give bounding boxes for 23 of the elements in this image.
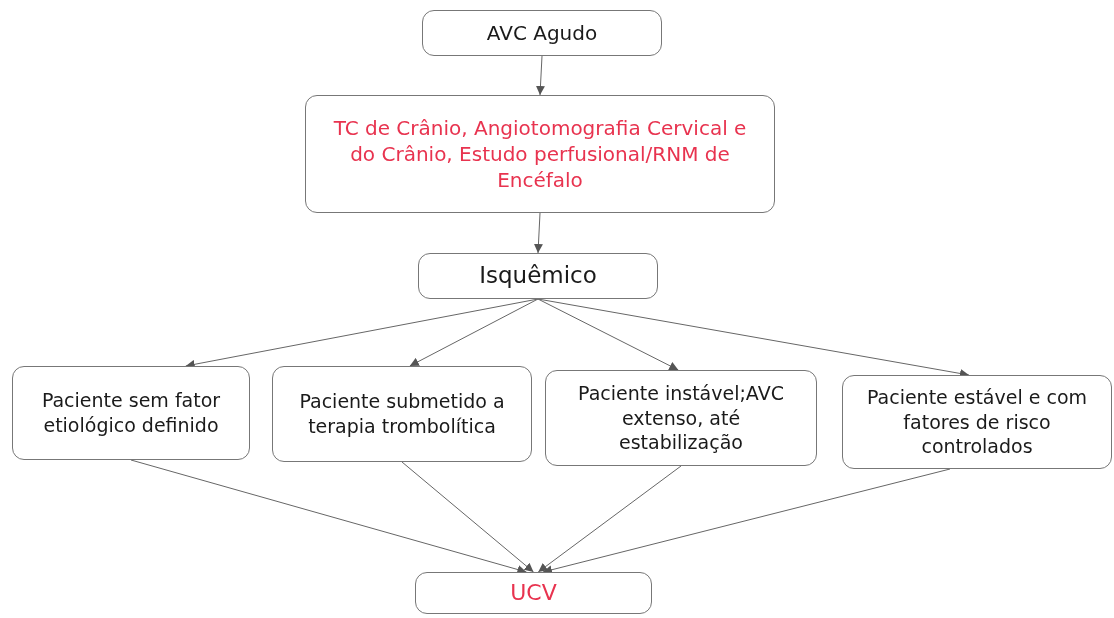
box-label: AVC Agudo [486,20,598,46]
process-box [418,253,658,299]
arrow [409,298,539,367]
box-label: Paciente estável e com fatores de risco controlados [865,384,1089,460]
process-box [415,572,652,614]
arrow [537,298,679,371]
box-label: TC de Crânio, Angiotomografia Cervical e do Crânio, Estudo perfusional/RNM de Encéfalo [332,115,748,193]
arrow [537,465,682,573]
box-label: Paciente sem fator etiológico definido [40,388,222,438]
process-box [305,95,775,213]
box-label: Paciente submetido a terapia trombolítica [298,389,506,439]
arrow [401,461,534,573]
box-label: Isquêmico [479,261,597,291]
arrow [535,55,545,96]
box-label: UCV [510,578,557,607]
process-box [545,370,817,466]
process-box [12,366,250,460]
process-box [842,375,1112,469]
arrow [533,212,543,254]
arrow [130,459,527,574]
box-label: Paciente instável;AVC extenso, até estabilização [577,380,785,456]
process-box [272,366,532,462]
process-box [422,10,662,56]
